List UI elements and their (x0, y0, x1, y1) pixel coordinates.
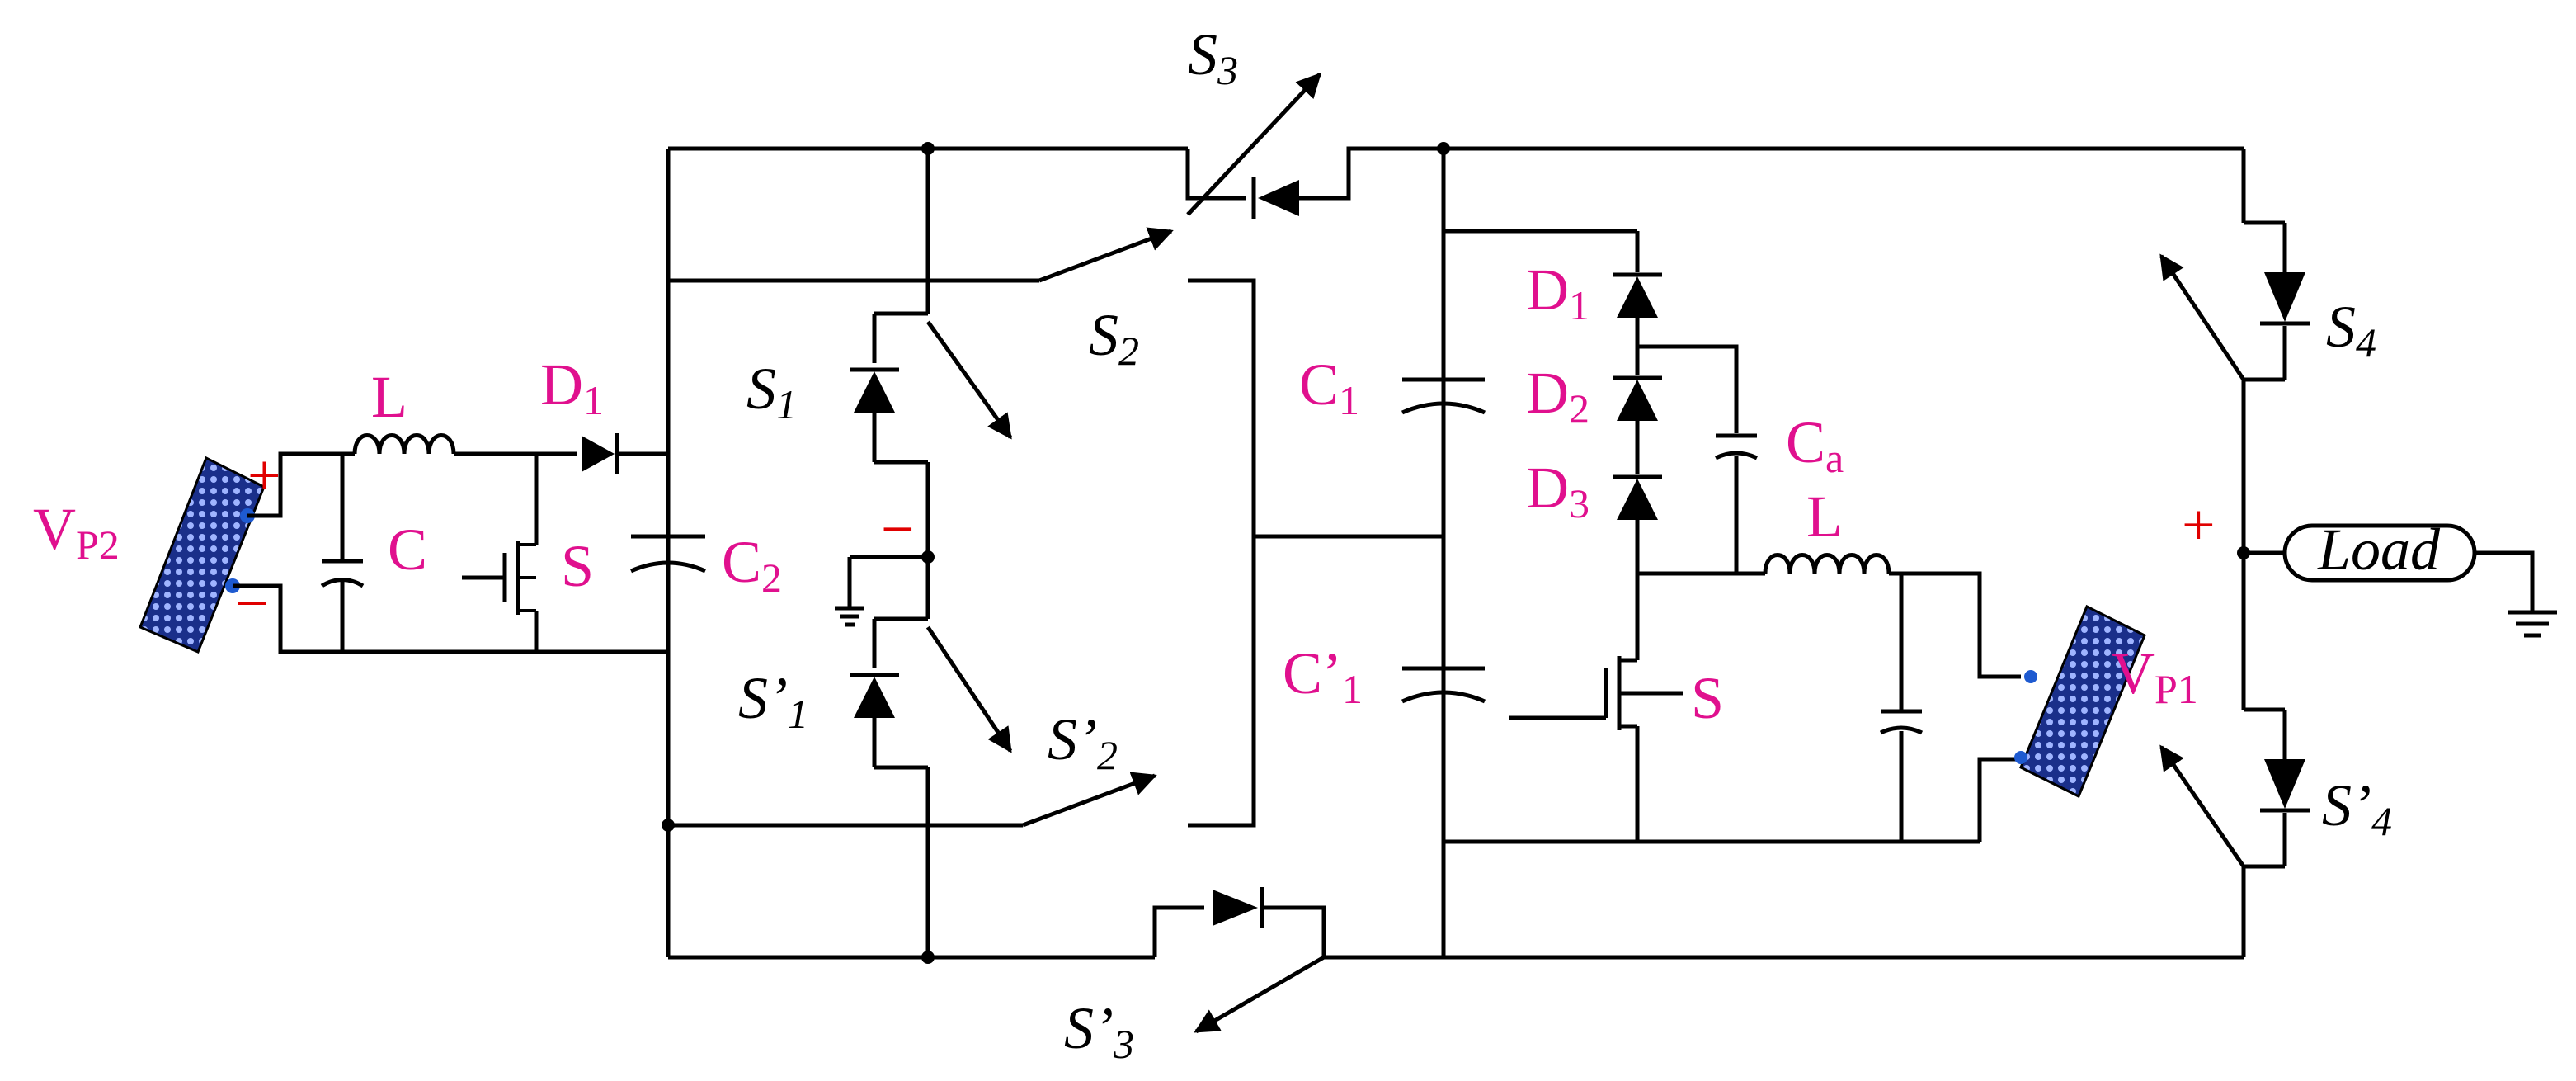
switch-icon (2159, 253, 2246, 381)
load-label: Load (2317, 517, 2441, 583)
bridge-network (662, 72, 1443, 1034)
terminal-icon (2014, 751, 2027, 764)
vp2-label: VP2 (33, 496, 120, 568)
diode-d3-label: D3 (1526, 455, 1589, 526)
capacitor-label: C (388, 517, 427, 583)
inductor-label: L (371, 364, 407, 430)
component-labels: VP2 + − L C D1 S C2 S1 − S’1 S2 S’2 S3 S… (33, 21, 2441, 1067)
capacitor-icon (320, 559, 365, 588)
switch-icon (2159, 744, 2246, 868)
right-converter (1401, 142, 2557, 960)
switch-icon (1022, 772, 1157, 828)
ground-icon (835, 606, 864, 627)
switch-s2-label: S2 (1089, 302, 1139, 374)
diode-icon (2264, 759, 2305, 809)
switch-s3p-label: S’3 (1064, 995, 1134, 1067)
pv-panel-icon (2019, 604, 2146, 799)
mosfet-s-label: S (1691, 665, 1724, 731)
plus-sign: + (2182, 492, 2216, 558)
terminal-icon (2024, 670, 2037, 683)
switch-s1p-label: S’1 (738, 665, 808, 737)
diode-icon (1617, 380, 1658, 421)
minus-sign: − (881, 496, 915, 562)
mosfet-icon (462, 454, 539, 652)
diode-icon (854, 371, 895, 413)
capacitor-ca-label: Ca (1786, 409, 1844, 481)
switch-s3-label: S3 (1188, 21, 1238, 93)
capacitor-c1p-label: C’1 (1283, 640, 1363, 712)
minus-sign: − (235, 570, 269, 636)
switch-icon (1186, 72, 1322, 216)
inductor-l-label: L (1806, 484, 1843, 550)
diode-icon (1258, 180, 1299, 216)
inductor-icon (1763, 553, 1891, 574)
switch-icon (1194, 955, 1326, 1034)
switch-icon (925, 625, 1013, 753)
diode-d1-label: D1 (540, 352, 604, 423)
switch-icon (925, 320, 1013, 440)
diode-icon (1617, 276, 1658, 318)
diode-icon (1617, 479, 1658, 520)
capacitor-c2-label: C2 (722, 529, 782, 601)
capacitor-c1-label: C1 (1299, 352, 1359, 423)
diode-icon (582, 436, 615, 472)
pv-panel-icon (139, 456, 266, 654)
switch-s4p-label: S’4 (2322, 772, 2392, 844)
vp1-label: VP1 (2112, 640, 2198, 712)
inductor-icon (352, 433, 456, 455)
diode-d2-label: D2 (1526, 360, 1589, 432)
capacitor-icon (1879, 709, 1924, 735)
switch-s2p-label: S’2 (1048, 706, 1118, 778)
switch-icon (1038, 227, 1174, 283)
mosfet-icon (1509, 644, 1683, 842)
mosfet-s-label: S (561, 533, 594, 599)
diode-d1-label: D1 (1526, 257, 1589, 328)
capacitor-icon (1714, 433, 1759, 460)
ground-icon (2508, 610, 2557, 638)
switch-s4-label: S4 (2326, 294, 2376, 366)
plus-sign: + (247, 442, 281, 508)
diode-icon (854, 677, 895, 718)
diode-icon (2264, 272, 2305, 322)
capacitor-icon (1401, 377, 1486, 415)
capacitor-icon (1401, 666, 1486, 704)
switch-s1-label: S1 (746, 356, 797, 427)
diode-icon (1213, 890, 1258, 926)
